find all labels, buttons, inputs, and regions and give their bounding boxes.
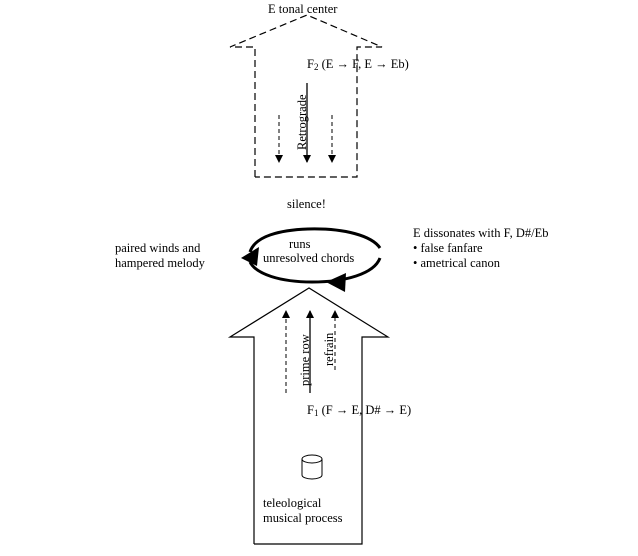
tonal-center-label: E tonal center [268, 2, 338, 16]
musical-process-label: musical process [263, 511, 343, 525]
unresolved-chords-label: unresolved chords [263, 251, 355, 265]
cycle-ellipse-lower [248, 257, 382, 284]
cycle-arrowhead-bottom [326, 273, 346, 292]
false-fanfare-item: • false fanfare [413, 241, 483, 255]
top-dashed-arrow-shape [229, 14, 383, 178]
paired-winds-label: paired winds and [115, 241, 201, 255]
runs-label: runs [289, 237, 311, 251]
f2-rest: (E → F, E → Eb) [318, 57, 409, 71]
teleological-label: teleological [263, 496, 322, 510]
bottom-solid-arrow-shape [227, 287, 391, 545]
retrograde-label: Retrograde [295, 94, 309, 150]
refrain-label: refrain [322, 332, 336, 366]
cycle-arrowhead-left [241, 247, 259, 266]
f2-formula: F2 (E → F, E → Eb) [307, 57, 409, 73]
f1-subscript: 1 [313, 408, 319, 418]
silence-label: silence! [287, 197, 326, 211]
cycle-ellipse-upper [248, 227, 382, 253]
ametrical-canon-item: • ametrical canon [413, 256, 500, 270]
f2-base: F [307, 57, 314, 71]
cylinder-icon [301, 454, 323, 480]
f1-base: F [307, 403, 314, 417]
f1-rest: (F → E, D# → E) [318, 403, 412, 417]
prime-row-label: prime row [298, 334, 312, 386]
f1-formula: F1 (F → E, D# → E) [307, 403, 411, 419]
hampered-melody-label: hampered melody [115, 256, 205, 270]
f2-subscript: 2 [313, 62, 319, 72]
dissonates-title: E dissonates with F, D#/Eb [413, 226, 549, 240]
